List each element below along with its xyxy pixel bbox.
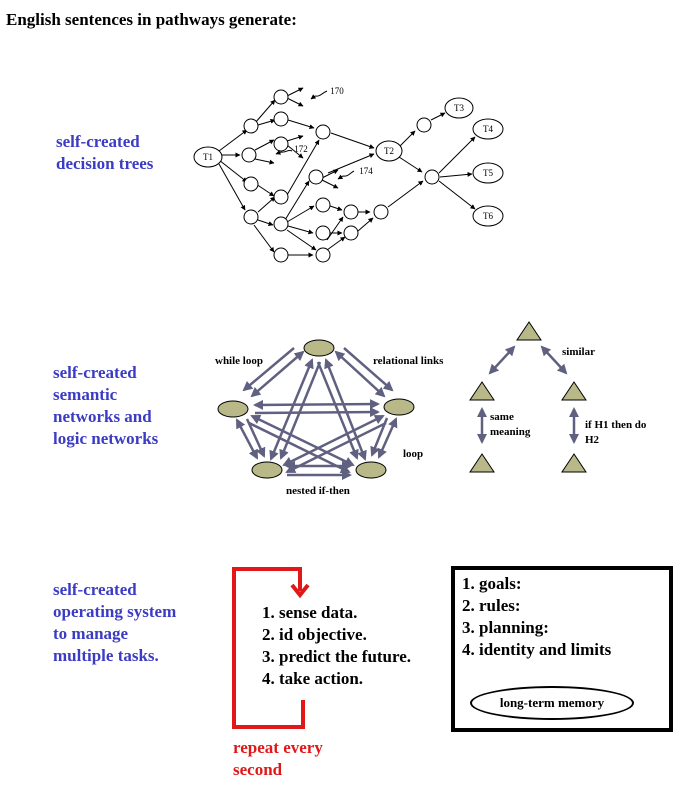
if-then-line1: if H1 then do <box>585 419 647 431</box>
nested-if-then-label: nested if-then <box>286 485 350 497</box>
semantic-network-labels: while loop relational links loop nested … <box>215 355 444 497</box>
label-line: networks and <box>53 407 152 426</box>
triangle-mid-left <box>469 381 495 401</box>
label-line: self-created <box>53 580 137 599</box>
triangle-network-labels: similar same meaning if H1 then do H2 <box>490 346 647 446</box>
step-item: 3. predict the future. <box>262 647 412 666</box>
label-line: self-created <box>53 363 137 382</box>
step-item: 1. sense data. <box>262 603 358 622</box>
tree-node-labels: T1 T2 T3 T4 T5 T6 170 172 174 <box>203 86 493 221</box>
label-line: logic networks <box>53 429 159 448</box>
same-meaning-line2: meaning <box>490 426 531 438</box>
callout-172: 172 <box>294 144 308 154</box>
triangle-bottom-right <box>561 453 587 473</box>
similar-label: similar <box>562 346 595 358</box>
node-t3: T3 <box>454 103 464 113</box>
triangle-top <box>516 321 542 341</box>
callout-170: 170 <box>330 86 344 96</box>
decision-tree <box>193 87 504 263</box>
memory-item: 4. identity and limits <box>462 640 612 659</box>
page-title: English sentences in pathways generate: <box>6 10 297 29</box>
memory-item: 3. planning: <box>462 618 549 637</box>
step-item: 2. id objective. <box>262 625 367 644</box>
label-line: semantic <box>53 385 118 404</box>
relational-links-label: relational links <box>373 355 444 367</box>
label-line: multiple tasks. <box>53 646 159 665</box>
label-line: decision trees <box>56 154 154 173</box>
label-line: to manage <box>53 624 129 643</box>
triangle-bottom-left <box>469 453 495 473</box>
node-t4: T4 <box>483 124 493 134</box>
repeat-label: repeat every second <box>233 737 323 781</box>
callout-174: 174 <box>359 166 373 176</box>
memory-item: 1. goals: <box>462 574 522 593</box>
long-term-memory-ellipse: long-term memory <box>470 686 634 720</box>
repeat-loop <box>232 567 310 729</box>
label-line: operating system <box>53 602 177 621</box>
semantic-networks-label: self-created semantic networks and logic… <box>53 362 158 450</box>
memory-box <box>451 566 673 732</box>
decision-trees-label: self-created decision trees <box>56 131 153 175</box>
repeat-line: repeat every <box>233 738 323 757</box>
label-line: self-created <box>56 132 140 151</box>
step-item: 4. take action. <box>262 669 364 688</box>
memory-item: 2. rules: <box>462 596 521 615</box>
node-t5: T5 <box>483 168 493 178</box>
steps-list: 1. sense data. 2. id objective. 3. predi… <box>262 602 411 690</box>
memory-items: 1. goals: 2. rules: 3. planning: 4. iden… <box>462 573 611 661</box>
same-meaning-line1: same <box>490 411 514 423</box>
node-t6: T6 <box>483 211 493 221</box>
triangle-mid-right <box>561 381 587 401</box>
node-t2: T2 <box>384 146 394 156</box>
operating-system-label: self-created operating system to manage … <box>53 579 176 667</box>
loop-label: loop <box>403 448 423 460</box>
if-then-line2: H2 <box>585 434 600 446</box>
node-t1: T1 <box>203 152 213 162</box>
while-loop-label: while loop <box>215 355 263 367</box>
semantic-network <box>217 339 415 480</box>
triangle-network <box>469 321 587 473</box>
repeat-line: second <box>233 760 283 779</box>
